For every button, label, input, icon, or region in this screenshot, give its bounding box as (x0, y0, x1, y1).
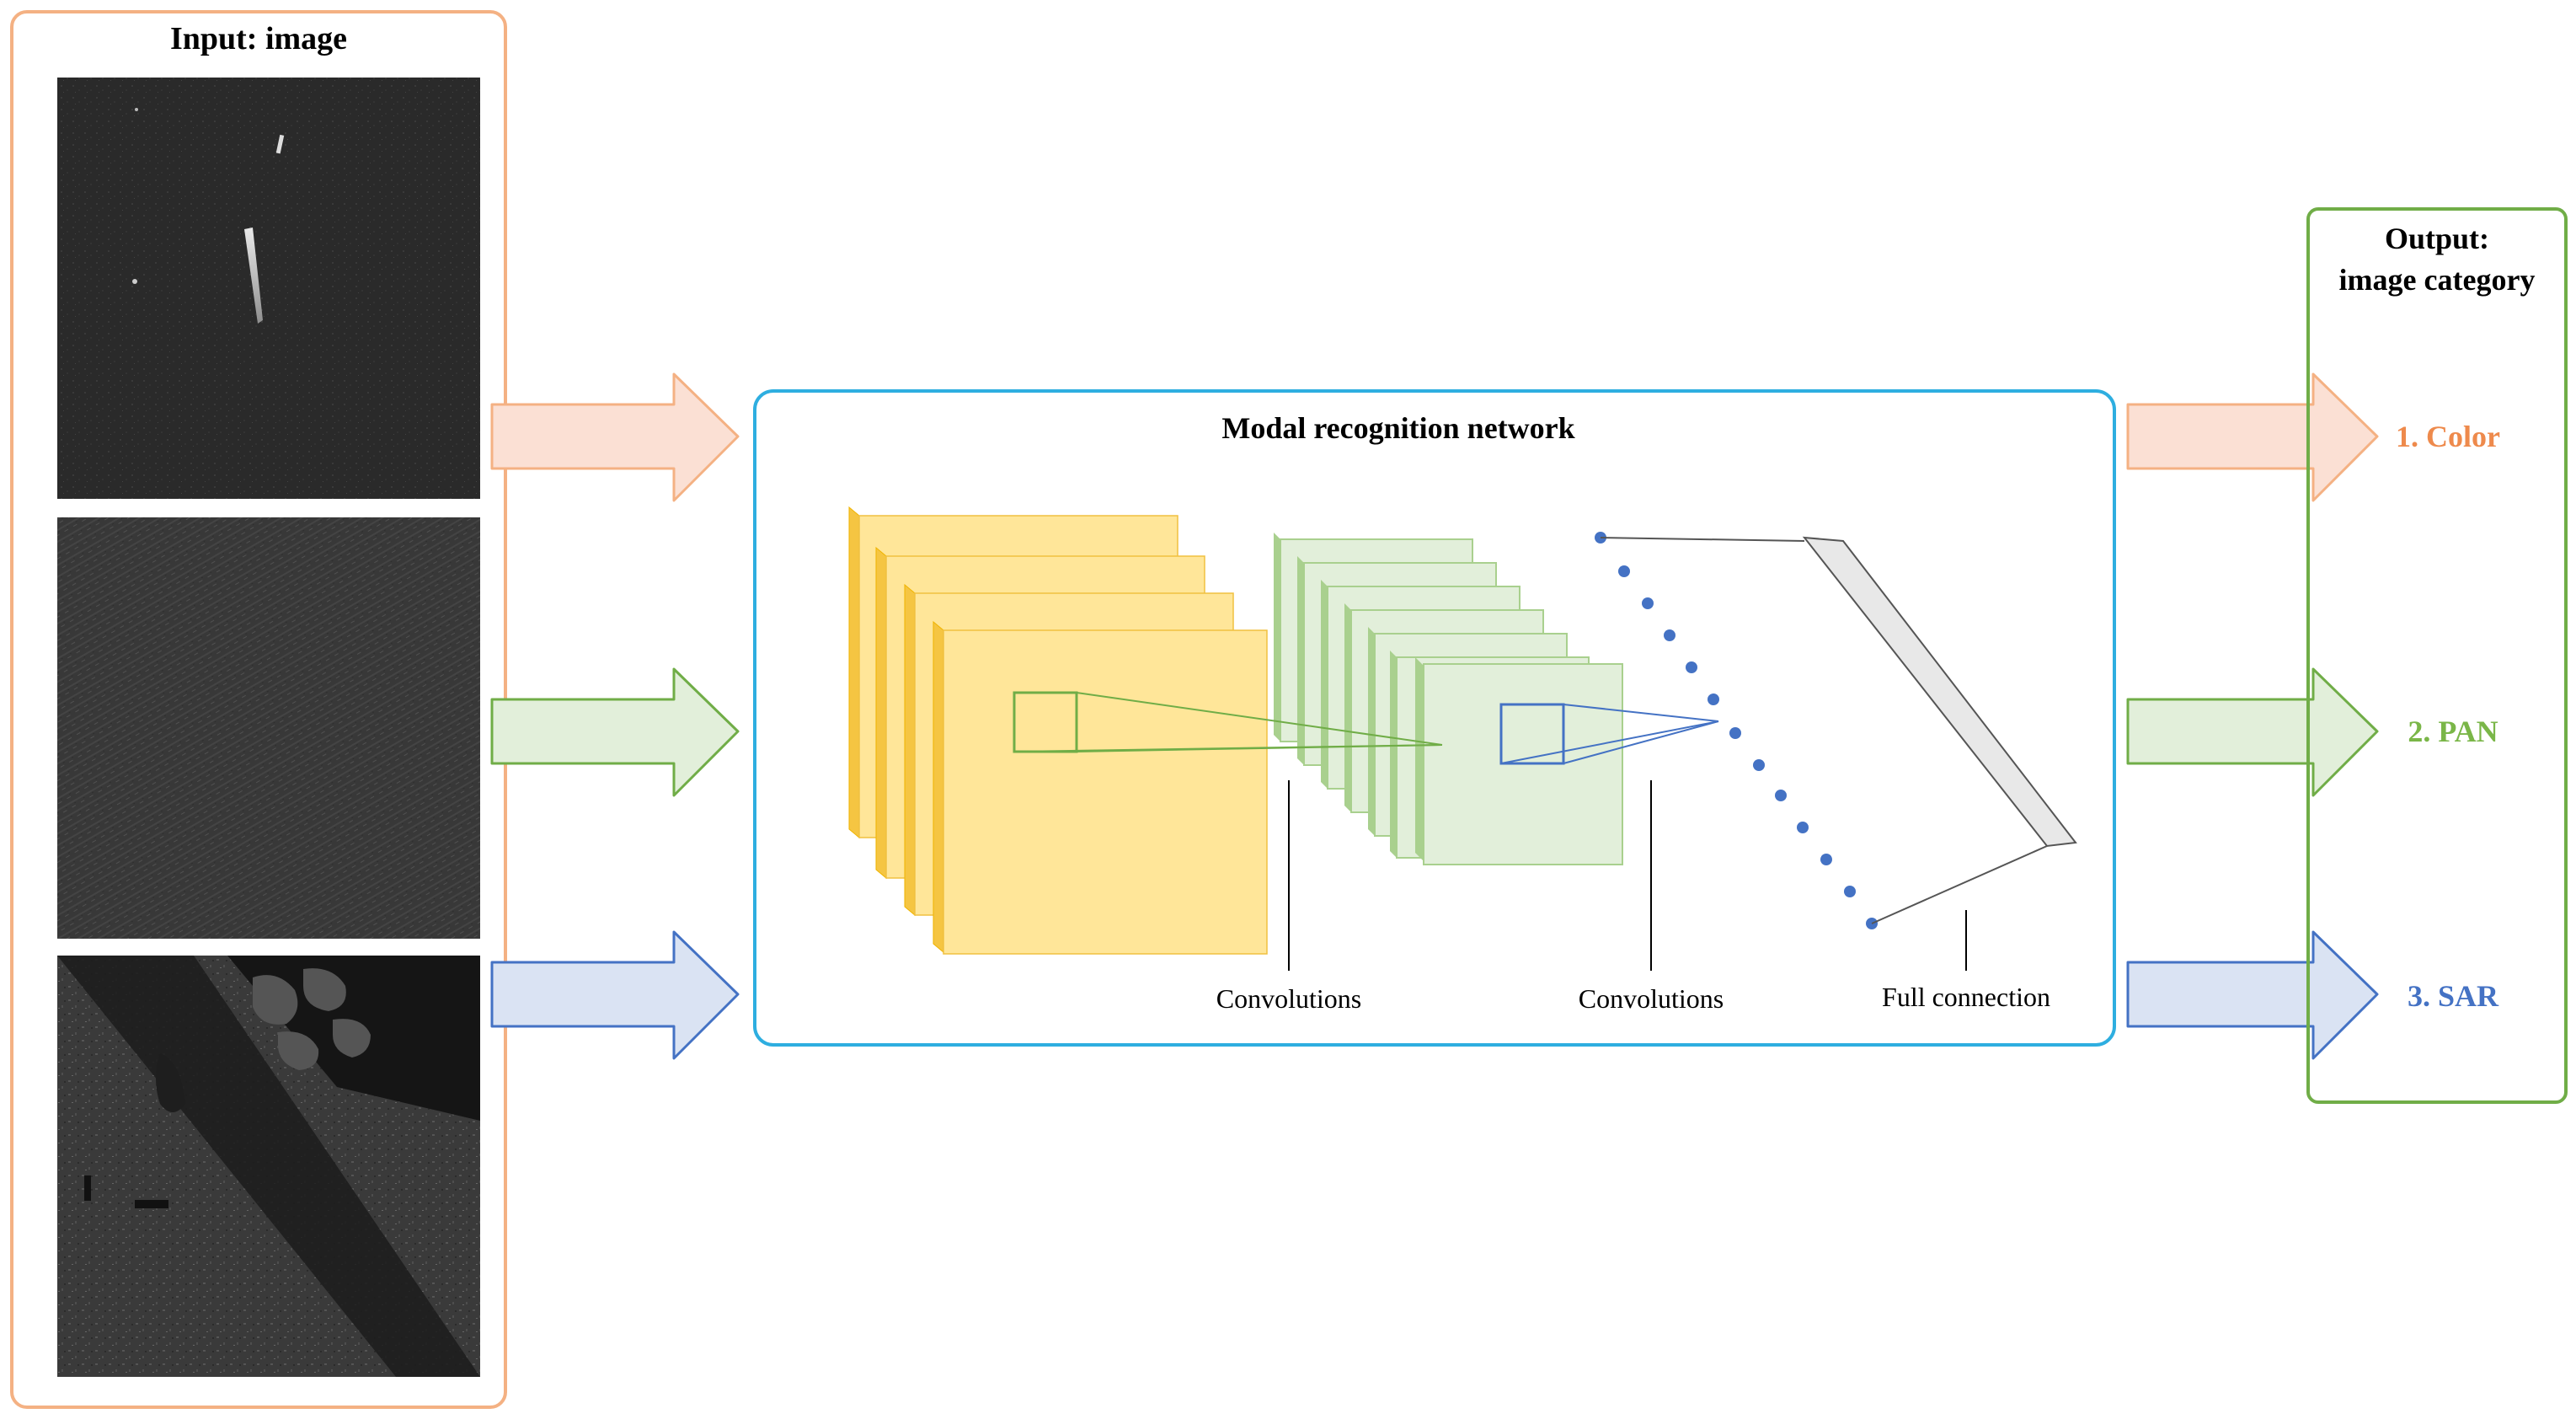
output-arrow-blue (2126, 930, 2379, 1060)
output-arrow-green (2126, 667, 2379, 797)
input-arrow-green (490, 667, 740, 797)
neuron-dot (1753, 759, 1765, 771)
neuron-dot (1729, 727, 1741, 739)
neuron-dot (1820, 854, 1832, 865)
input-image-color (57, 78, 480, 499)
label-convolutions-2: Convolutions (1579, 983, 1724, 1014)
green-map-7 (1415, 657, 1623, 865)
projection-lines-2 (1500, 704, 1719, 764)
neuron-dot (1618, 565, 1630, 577)
network-title: Modal recognition network (1221, 411, 1574, 445)
output-arrow-orange (2126, 372, 2379, 502)
label-pointers (1288, 780, 1967, 971)
neuron-dot (1797, 822, 1809, 833)
network-panel: Modal recognition network (753, 389, 2116, 1047)
neuron-dot (1664, 629, 1675, 641)
input-panel-title: Input: image (170, 21, 347, 56)
neuron-dot (1775, 790, 1787, 801)
label-convolutions-1: Convolutions (1216, 983, 1361, 1014)
label-full-connection: Full connection (1882, 982, 2050, 1012)
input-image-sar (57, 956, 480, 1377)
output-title-line2: image category (2339, 263, 2536, 297)
output-title-line1: Output: (2385, 222, 2489, 255)
input-panel: Input: image (10, 10, 507, 1409)
output-category-pan: 2. PAN (2408, 715, 2498, 748)
green-kernel-box (1499, 703, 1565, 765)
neuron-dot (1844, 886, 1856, 897)
neuron-dots (1595, 532, 1878, 929)
input-arrow-orange (490, 372, 740, 502)
input-arrow-blue (490, 930, 740, 1060)
yellow-map-4 (933, 620, 1268, 955)
feature-maps-green (1274, 533, 1623, 865)
neuron-dot (1686, 661, 1697, 673)
feature-maps-yellow (848, 506, 1268, 955)
input-image-pan (57, 517, 480, 939)
projection-lines-1 (1013, 692, 1443, 752)
output-category-sar: 3. SAR (2408, 979, 2499, 1013)
output-panel-frame (2306, 207, 2568, 1104)
full-connection-layer (1600, 536, 2077, 924)
neuron-dot (1642, 597, 1654, 609)
output-panel: Output: image category 1. Color 2. PAN 3… (2306, 207, 2568, 1104)
output-category-color: 1. Color (2396, 420, 2500, 453)
neuron-dot (1708, 693, 1719, 705)
